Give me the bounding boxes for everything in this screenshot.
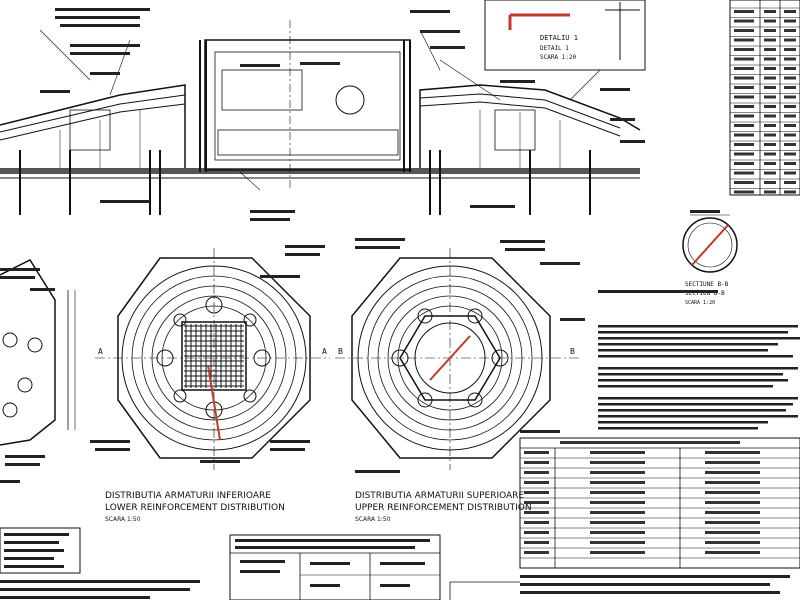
bottom-right-notes: [449, 575, 790, 600]
bottom-center-table: [229, 534, 441, 600]
quantities-table: [519, 437, 800, 569]
lower-plan-title: DISTRIBUTIA ARMATURII INFERIOARE: [105, 491, 271, 501]
section-bb-subtitle: SECTION B-B: [685, 290, 725, 297]
detail-1-title: DETALIU 1: [540, 34, 578, 42]
bottom-left-notes: [0, 527, 200, 599]
section-mark-a-left: A: [98, 347, 103, 356]
foundation-elevation: [0, 8, 645, 221]
section-bb-detail: SECTIUNE B-B SECTION B-B SCARA 1:20: [682, 210, 738, 306]
rebar-schedule-table: [729, 0, 800, 196]
section-bb-scale: SCARA 1:20: [685, 300, 715, 306]
lower-reinforcement-plan: A A: [90, 245, 330, 470]
detail-1-box: DETALIU 1 DETAIL 1 SCARA 1:20: [484, 0, 646, 71]
plan-captions: DISTRIBUTIA ARMATURII INFERIOARE LOWER R…: [105, 491, 532, 523]
upper-plan-subtitle: UPPER REINFORCEMENT DISTRIBUTION: [355, 503, 532, 513]
section-bb-title: SECTIUNE B-B: [685, 281, 729, 288]
general-notes: [598, 290, 800, 430]
section-mark-b-left: B: [338, 347, 343, 356]
detail-1-scale: SCARA 1:20: [540, 54, 577, 61]
upper-reinforcement-plan: B B: [335, 238, 585, 473]
lower-plan-scale: SCARA 1:50: [105, 516, 141, 523]
lower-plan-subtitle: LOWER REINFORCEMENT DISTRIBUTION: [105, 503, 285, 513]
left-partial-plan: [0, 259, 76, 483]
upper-plan-title: DISTRIBUTIA ARMATURII SUPERIOARE: [355, 491, 524, 501]
section-mark-a-right: A: [322, 347, 327, 356]
detail-1-subtitle: DETAIL 1: [540, 45, 569, 52]
section-mark-b-right: B: [570, 347, 575, 356]
upper-plan-scale: SCARA 1:50: [355, 516, 391, 523]
